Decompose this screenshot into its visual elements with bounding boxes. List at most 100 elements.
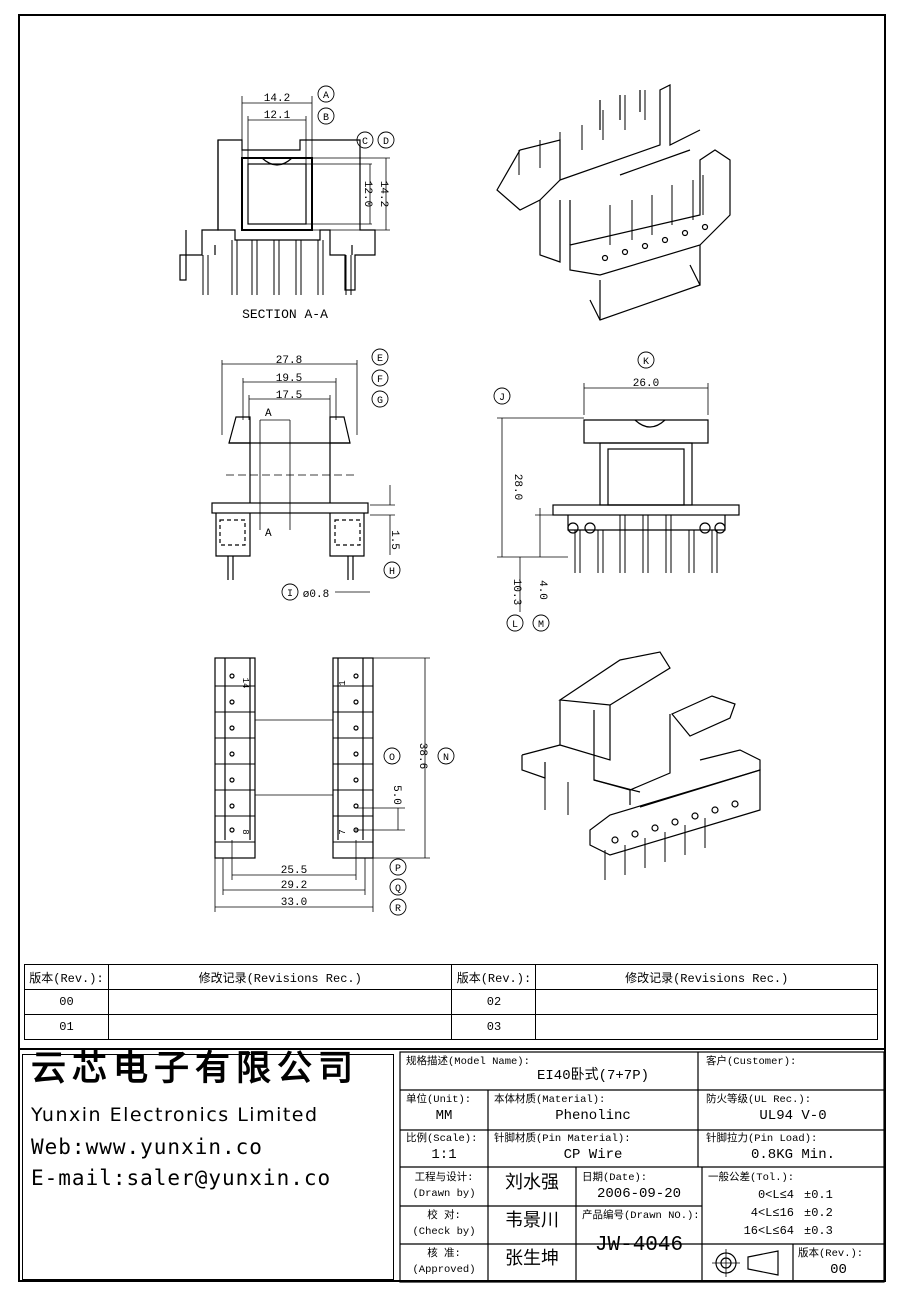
dim-c: 12.0 [361,181,373,207]
isometric-view-pins-down [521,651,761,880]
dim-l: 10.3 [510,579,522,605]
technical-drawing: 14.2 12.1 12.0 14.2 SECTION A-A 27 [179,84,761,916]
rec-cell [107,1014,453,1040]
callout-i: I [287,589,293,600]
dim-h: 1.5 [388,530,400,550]
check-by-value: 韦景川 [505,1210,559,1231]
pin-14: 14 [240,678,250,689]
scale-value: 1:1 [431,1147,457,1163]
callout-b: B [323,113,329,124]
date-label: 日期(Date): [582,1172,648,1184]
approved-label: 核 准: [427,1248,461,1260]
rec-cell [107,989,453,1015]
isometric-view-pins-up [496,84,731,321]
callout-g: G [377,396,383,407]
callout-r: R [395,904,401,915]
callout-m: M [538,620,544,631]
callout-labels: A B C D E F G H I J K L M N O P Q R [281,85,655,916]
check-by-label-en: (Check by) [412,1226,476,1238]
rev-cell: 03 [451,1014,537,1040]
unit-value: MM [435,1108,453,1124]
tolerance-label: 一般公差(Tol.): [708,1172,795,1184]
callout-d: D [383,137,389,148]
dim-n: 38.6 [416,743,428,769]
company-panel: 云芯电子有限公司 Yunxin Electronics Limited Web:… [22,1052,394,1280]
section-label: SECTION A-A [242,307,328,322]
dim-q: 29.2 [281,880,307,892]
dim-g: 17.5 [276,390,302,402]
pin-8: 8 [240,829,250,834]
tol-range: 16<L≤64 [743,1224,794,1238]
tol-value: ±0.1 [804,1188,833,1202]
drawn-no-value: JW-4046 [594,1234,684,1257]
model-value: EI40卧式(7+7P) [536,1068,649,1084]
dim-k: 26.0 [633,378,659,390]
company-name-en: Yunxin Electronics Limited [31,1104,319,1126]
title-block: 云芯电子有限公司 Yunxin Electronics Limited Web:… [18,1048,886,1284]
callout-f: F [377,375,383,386]
material-label: 本体材质(Material): [494,1094,606,1106]
rev-label: 版本(Rev.): [798,1248,864,1260]
tol-value: ±0.2 [804,1206,833,1220]
approved-label-en: (Approved) [412,1264,476,1276]
drawn-by-label: 工程与设计: [414,1172,474,1184]
pin-7: 7 [338,829,348,834]
tol-range: 4<L≤16 [750,1206,794,1220]
rev-header-right: 版本(Rev.): [451,964,537,990]
rev-cell: 02 [451,989,537,1015]
revisions-table: 版本(Rev.): 修改记录(Revisions Rec.) 版本(Rev.):… [24,964,878,1040]
revisions-row: 01 03 [24,1014,878,1040]
tol-value: ±0.3 [804,1224,833,1238]
drawn-no-label: 产品编号(Drawn NO.): [582,1210,700,1222]
callout-h: H [389,567,395,578]
revisions-row: 00 02 [24,989,878,1015]
callout-a: A [323,91,329,102]
dim-f: 19.5 [276,373,302,385]
pin-material-label: 针脚材质(Pin Material): [494,1133,631,1145]
cut-label-top: A [265,408,272,420]
check-by-label: 校 对: [427,1210,461,1222]
dim-b: 12.1 [264,110,291,122]
dim-i: ø0.8 [303,589,329,601]
scale-label: 比例(Scale): [406,1133,478,1145]
ul-label: 防火等级(UL Rec.): [706,1094,812,1106]
rev-cell: 00 [24,989,109,1015]
title-block-grid [399,1051,885,1283]
dim-e: 27.8 [276,355,302,367]
cut-label-bottom: A [265,528,272,540]
front-view: 27.8 19.5 17.5 A A 1.5 ø0.8 [211,355,400,601]
date-value: 2006-09-20 [596,1186,681,1202]
rec-header-left: 修改记录(Revisions Rec.) [107,964,453,990]
unit-label: 单位(Unit): [406,1094,472,1106]
drawing-sheet [18,14,886,1282]
dim-m: 4.0 [536,580,548,600]
company-web: Web:www.yunxin.co [31,1135,263,1159]
model-label: 规格描述(Model Name): [406,1056,530,1068]
callout-l: L [512,620,518,631]
rec-cell [535,1014,878,1040]
drawn-by-value: 刘水强 [505,1172,559,1193]
approved-value: 张生坤 [505,1248,559,1269]
rev-cell: 01 [24,1014,109,1040]
callout-k: K [643,357,649,368]
callout-q: Q [395,884,401,895]
company-email: E-mail:saler@yunxin.co [31,1166,332,1190]
section-view: 14.2 12.1 12.0 14.2 SECTION A-A [179,93,390,322]
dim-o: 5.0 [390,785,402,805]
dim-a: 14.2 [264,93,290,105]
callout-o: O [389,753,395,764]
ul-value: UL94 V-0 [759,1108,827,1124]
callout-j: J [499,393,505,404]
pin-1: 1 [338,680,348,685]
pin-load-label: 针脚拉力(Pin Load): [706,1133,818,1145]
customer-label: 客户(Customer): [706,1056,797,1068]
callout-p: P [395,864,401,875]
callout-c: C [362,137,368,148]
revisions-header-row: 版本(Rev.): 修改记录(Revisions Rec.) 版本(Rev.):… [24,964,878,990]
pin-load-value: 0.8KG Min. [750,1147,835,1163]
pin-material-value: CP Wire [563,1147,623,1163]
callout-n: N [443,753,449,764]
rev-header-left: 版本(Rev.): [24,964,109,990]
callout-e: E [377,354,383,365]
rec-cell [535,989,878,1015]
